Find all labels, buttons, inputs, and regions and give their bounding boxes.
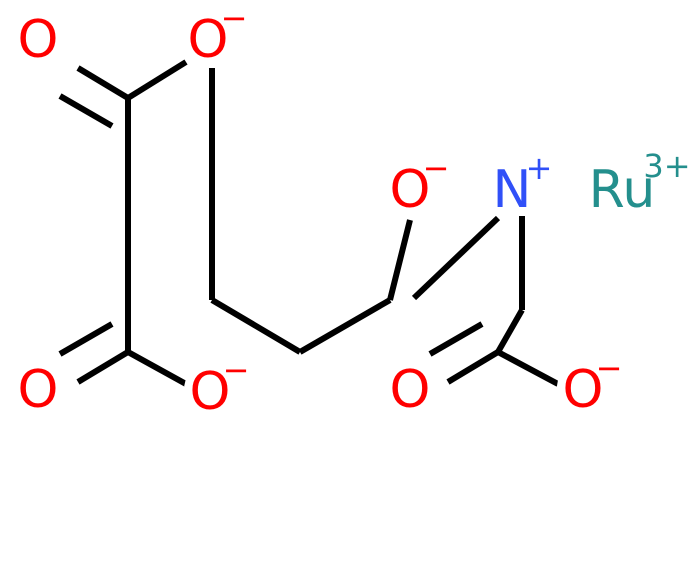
bond-double-o-bot-left: [58, 321, 130, 385]
bond-c-to-o-bot-right-anion: [496, 349, 560, 387]
atom-label-o-top-left-carbonyl: O: [18, 10, 59, 70]
charge-o-bot-left-anion: −: [223, 351, 250, 389]
atom-label-o-bot-left-anion: O: [190, 362, 231, 422]
bond-bridge-to-nitrogen: [411, 215, 501, 301]
bond-right-chain-to-carboxyl: [495, 308, 525, 354]
charge-nitrogen-cation: +: [526, 149, 553, 187]
atom-label-o-top-left-anion: O: [188, 10, 229, 70]
atom-label-ruthenium-cation: Ru: [589, 160, 656, 220]
bond-layer: [58, 59, 560, 387]
atom-halo-layer: [12, 10, 609, 418]
atom-label-o-bot-right-anion: O: [563, 360, 604, 420]
bond-double-o-top-left: [58, 65, 130, 129]
bond-c-to-o-bot-left-anion: [126, 349, 188, 387]
atom-label-o-mid-right-anion: O: [390, 160, 431, 220]
charge-o-mid-right-anion: −: [423, 149, 450, 187]
atom-label-o-bot-mid-carbonyl: O: [390, 360, 431, 420]
bond-spine-to-bridge: [210, 297, 302, 355]
atom-label-o-bot-left-carbonyl: O: [18, 360, 59, 420]
atom-label-layer: O O − O − N + Ru 3+ O O − O O −: [18, 0, 690, 422]
atom-label-nitrogen-cation: N: [493, 160, 532, 220]
bond-bridge-to-o-mid-anion: [387, 219, 413, 301]
bond-bridge-up: [298, 297, 392, 355]
bond-c-to-o-top-left-anion: [126, 59, 188, 101]
bond-double-o-bot-mid: [428, 321, 500, 385]
charge-o-top-left-anion: −: [221, 0, 248, 37]
charge-ruthenium-cation: 3+: [643, 147, 690, 185]
charge-o-bot-right-anion: −: [596, 349, 623, 387]
